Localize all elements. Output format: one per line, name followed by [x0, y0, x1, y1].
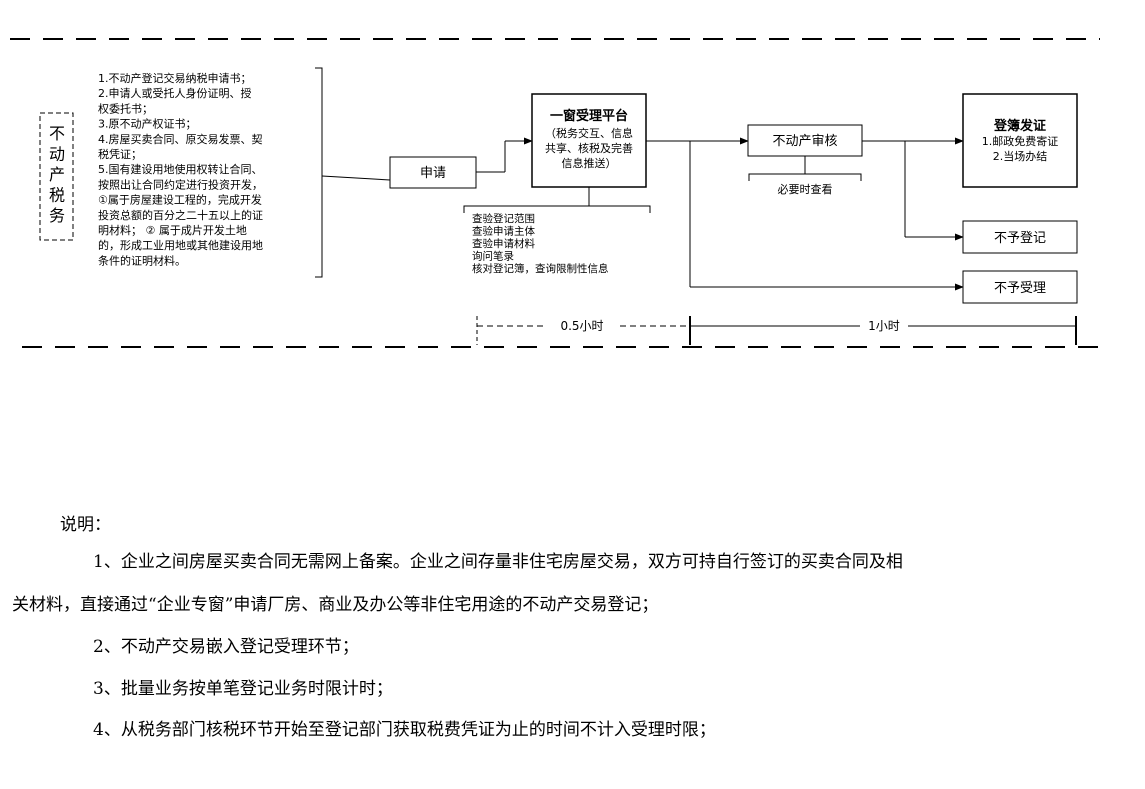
note-item-1-continued: 关材料，直接通过“企业专窗”申请厂房、商业及办公等非住宅用途的不动产交易登记；: [12, 595, 659, 615]
tax-label-char: 产: [49, 165, 65, 184]
document-item: ①属于房屋建设工程的，完成开发: [98, 193, 262, 207]
platform-check-item: 查验登记范围: [472, 212, 535, 225]
tax-box: [39, 112, 74, 241]
document-item: 的，形成工业用地或其他建设用地: [98, 238, 263, 252]
note-item-3: 3、批量业务按单笔登记业务时限计时；: [93, 679, 393, 699]
note-item-4: 4、从税务部门核税环节开始至登记部门获取税费凭证为止的时间不计入受理时限；: [93, 720, 716, 740]
no-accept-box: [962, 270, 1078, 304]
no-register-box: [962, 220, 1078, 254]
platform-line-3: 信息推送）: [562, 156, 617, 170]
note-item-1: 1、企业之间房屋买卖合同无需网上备案。企业之间存量非住宅房屋交易，双方可持自行签…: [93, 552, 903, 572]
review-note-bracket: [748, 173, 862, 181]
platform-check-item: 查验申请主体: [472, 225, 535, 238]
docs-to-apply-line: [321, 175, 391, 181]
issue-box: [962, 93, 1078, 188]
document-item: 3.原不动产权证书；: [98, 117, 197, 131]
tax-label-char: 动: [49, 145, 65, 164]
review-note: 必要时查看: [778, 182, 833, 196]
document-item: 5.国有建设用地使用权转让合同、: [98, 162, 263, 176]
issue-line-2: 2.当场办结: [993, 149, 1048, 163]
platform-line-1: （税务交互、信息: [545, 126, 633, 140]
platform-checks-bracket: [463, 205, 651, 213]
document-item: 按照出让合同约定进行投资开发，: [98, 177, 263, 191]
document-bracket: [315, 67, 323, 278]
tax-label-char: 务: [49, 206, 65, 225]
platform-box: [531, 93, 647, 188]
note-item-2: 2、不动产交易嵌入登记受理环节；: [93, 637, 359, 657]
document-item: 权委托书；: [98, 101, 153, 115]
platform-check-item: 查验申请材料: [472, 237, 535, 250]
document-item: 明材料； ② 属于成片开发土地: [98, 223, 247, 237]
document-item: 4.房屋买卖合同、原交易发票、契: [98, 132, 263, 146]
document-item: 1.不动产登记交易纳税申请书；: [98, 71, 252, 85]
issue-line-1: 1.邮政免费寄证: [982, 134, 1059, 148]
document-item: 2.申请人或受托人身份证明、授: [98, 86, 252, 100]
platform-line-2: 共享、核税及完善: [545, 141, 633, 155]
apply-label: 申请: [420, 166, 446, 181]
document-item: 税凭证；: [98, 147, 142, 161]
document-item: 投资总额的百分之二十五以上的证: [98, 208, 263, 222]
no-register-label: 不予登记: [994, 231, 1046, 246]
platform-check-item: 询问笔录: [472, 250, 514, 263]
apply-box: [389, 156, 477, 189]
tax-label-char: 税: [49, 186, 65, 205]
document-item: 条件的证明材料。: [98, 253, 186, 267]
platform-check-item: 核对登记簿，查询限制性信息: [472, 262, 609, 275]
review-label: 不动产审核: [772, 134, 837, 149]
tax-label-char: 不: [49, 124, 65, 143]
time-label-half-hour: 0.5小时: [560, 319, 603, 333]
issue-title: 登簿发证: [993, 118, 1046, 134]
no-accept-label: 不予受理: [994, 281, 1046, 296]
platform-title: 一窗受理平台: [550, 108, 628, 124]
notes-heading: 说明：: [60, 515, 111, 535]
time-label-one-hour: 1小时: [868, 319, 900, 333]
